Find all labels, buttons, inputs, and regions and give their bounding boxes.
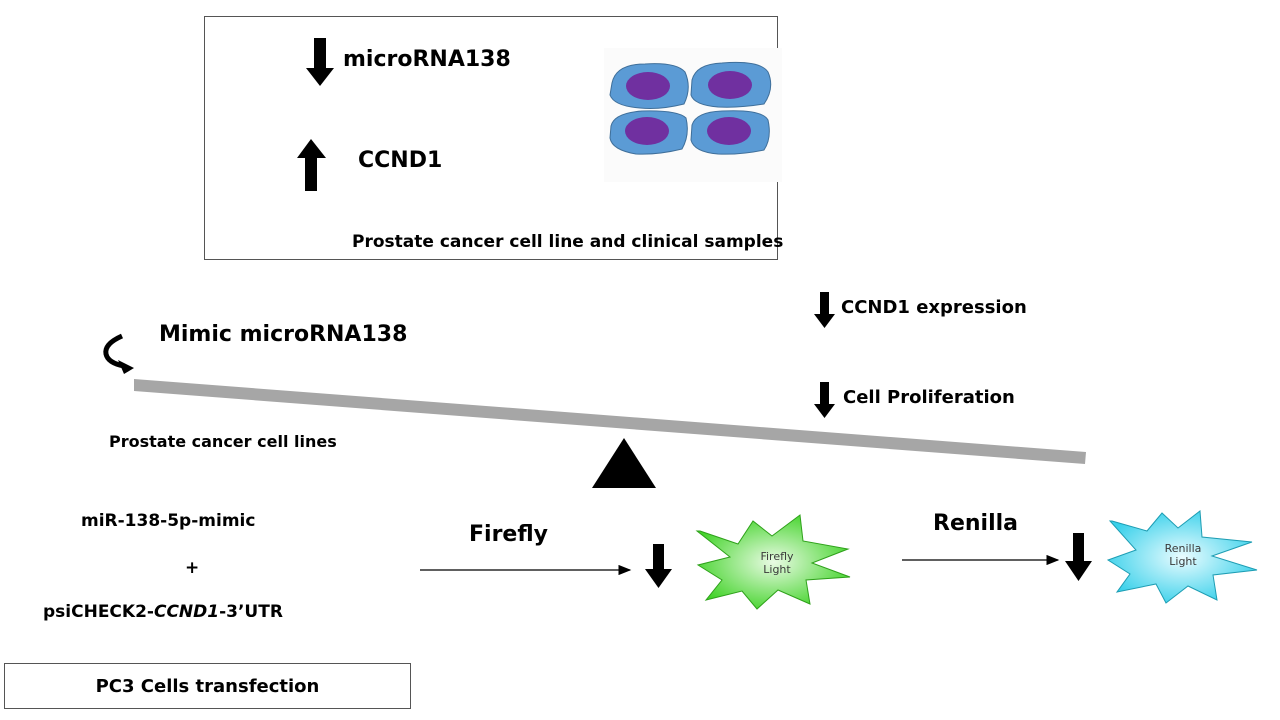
ccnd1-expression-label: CCND1 expression: [841, 297, 1027, 318]
firefly-label: Firefly: [469, 522, 548, 547]
firefly-light-star: [695, 514, 851, 610]
ccnd1-label: CCND1: [358, 148, 443, 173]
down-arrow-icon: [1065, 533, 1092, 581]
up-arrow-icon: [297, 139, 326, 191]
cell-cluster-icon: [604, 48, 782, 182]
down-arrow-icon: [306, 38, 334, 86]
cell: [690, 110, 770, 155]
cell-proliferation-label: Cell Proliferation: [843, 387, 1015, 408]
down-arrow-icon: [814, 382, 835, 418]
renilla-light-star: [1106, 510, 1258, 604]
mirna-label: microRNA138: [343, 47, 511, 72]
plasmid-prefix: psiCHECK2-: [43, 602, 154, 622]
firefly-star-line2: Light: [763, 563, 791, 576]
plasmid-label: psiCHECK2-CCND1-3’UTR: [43, 602, 283, 622]
plasmid-suffix: -3’UTR: [219, 602, 283, 622]
fulcrum-triangle: [592, 438, 656, 488]
pc3-transfection-box: PC3 Cells transfection: [4, 663, 411, 709]
cell: [690, 61, 772, 108]
firefly-star-line1: Firefly: [760, 550, 794, 563]
down-arrow-icon: [645, 544, 672, 588]
cell: [609, 63, 689, 109]
plasmid-gene: CCND1: [153, 602, 220, 622]
cell: [609, 110, 688, 155]
cell-lines-label: Prostate cancer cell lines: [109, 432, 337, 451]
curved-arrow-icon: [103, 333, 134, 374]
plus-sign: +: [185, 558, 200, 578]
mimic-label: Mimic microRNA138: [159, 322, 408, 347]
top-panel-caption: Prostate cancer cell line and clinical s…: [352, 232, 784, 252]
down-arrow-icon: [814, 292, 835, 328]
mimic-reagent-label: miR-138-5p-mimic: [81, 511, 256, 531]
renilla-label: Renilla: [933, 511, 1018, 536]
balance-beam: [134, 379, 1086, 464]
renilla-star-line2: Light: [1169, 555, 1197, 568]
renilla-star-line1: Renilla: [1164, 542, 1202, 555]
